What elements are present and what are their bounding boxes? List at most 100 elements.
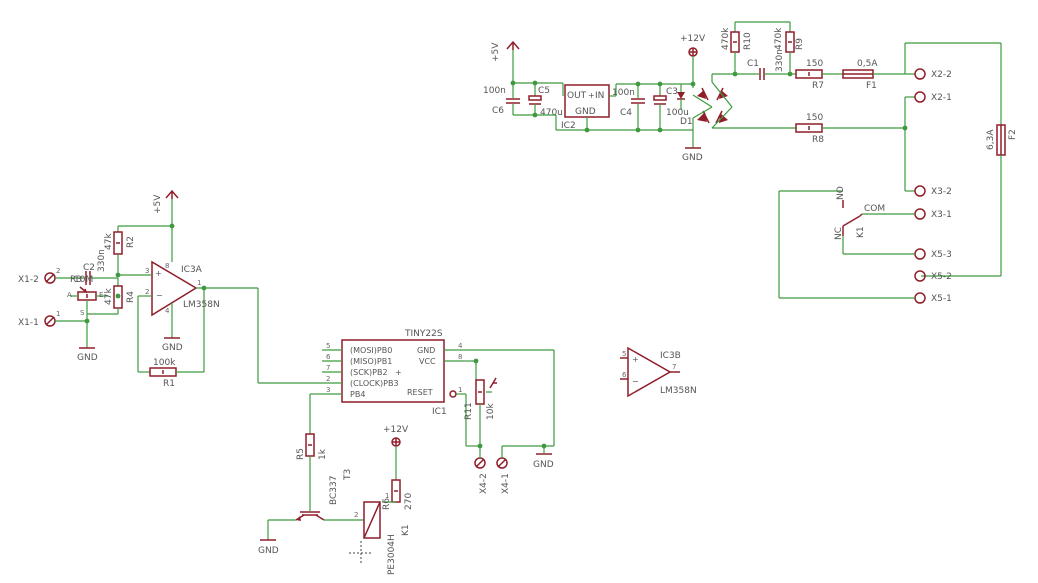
terminal-x2-1: X2-1 [914, 91, 952, 103]
x3-1-label: X3-1 [931, 210, 952, 220]
relay-contact-k1: NO COM NC K1 [778, 186, 915, 299]
resistor-r7: 150 R7 [795, 59, 843, 91]
svg-text:+: + [588, 91, 595, 100]
input-amplifier-section: +5V 47k R2 X1-2 2 X1-1 1 [18, 189, 322, 389]
r1-value: 100k [153, 358, 176, 368]
terminal-x5-1: X5-1 [914, 292, 952, 304]
capacitor-c6: 100n C6 [483, 83, 520, 116]
relay-coil-k1: 2 1 PE3004H K1 [354, 492, 411, 575]
pot-s-label: S [80, 309, 85, 317]
ic2-name: IC2 [561, 121, 576, 131]
resistor-r1: 100k R1 [149, 358, 204, 389]
svg-text:1: 1 [458, 386, 462, 394]
r6-name: R6 [382, 498, 392, 510]
ic2-in-label: IN [595, 91, 604, 101]
ic3b-name: IC3B [660, 351, 681, 361]
svg-text:5: 5 [622, 350, 626, 358]
r8-name: R8 [812, 135, 824, 145]
k1-nc-label: NC [834, 227, 844, 240]
capacitor-c1: C1 330n [747, 49, 796, 80]
resistor-r2: 47k R2 [104, 226, 136, 278]
f1-value: 0,5A [857, 59, 878, 69]
relay-driver-section: R5 1k BC337 T3 GND +12V [258, 425, 414, 575]
d1-name: D1 [680, 117, 693, 127]
c4-value: 100n [612, 88, 635, 98]
capacitor-c2: C2 330n [83, 249, 118, 285]
c2-name: C2 [83, 263, 95, 273]
svg-text:+: + [155, 269, 162, 278]
ground-t3-label: GND [258, 546, 279, 556]
c6-name: C6 [492, 106, 504, 116]
t3-name: T3 [343, 469, 353, 481]
f1-name: F1 [866, 81, 877, 91]
c4-name: C4 [620, 108, 632, 118]
r4-name: R4 [126, 291, 136, 303]
r10-name: R10 [743, 32, 753, 50]
svg-text:7: 7 [672, 363, 676, 371]
r2-value: 47k [104, 233, 114, 250]
x1-1-label: X1-1 [18, 318, 39, 328]
bridge-rectifier-d1: D1 [677, 81, 733, 129]
terminal-x1-1: X1-1 1 [18, 310, 60, 328]
pot-e-label: E [99, 291, 103, 299]
svg-text:6: 6 [326, 353, 331, 361]
c3-name: C3 [666, 87, 678, 97]
svg-text:−: − [156, 291, 163, 300]
svg-text:2: 2 [145, 288, 149, 296]
svg-text:4: 4 [165, 307, 170, 315]
resistor-r11: R11 10k [464, 358, 497, 449]
c1-value: 330n [775, 49, 785, 72]
ic1-pin-clock: (CLOCK)PB3 [350, 379, 399, 388]
x2-1-label: X2-1 [931, 93, 952, 103]
ground-left-label: GND [77, 353, 98, 363]
terminal-x5-3: X5-3 [914, 248, 952, 260]
svg-text:6: 6 [622, 371, 627, 379]
capacitor-c4: 100n C4 [612, 84, 645, 133]
regulator-ic2: OUT + IN GND IC2 [561, 84, 610, 133]
svg-text:+: + [632, 355, 639, 364]
r10-value: 470k [721, 27, 731, 50]
r11-name: R11 [464, 402, 474, 420]
terminal-x1-2: X1-2 2 [18, 267, 60, 285]
svg-text:3: 3 [326, 386, 330, 394]
resistor-r5: R5 1k [296, 433, 328, 506]
supply-12v-mid-label: +12V [383, 425, 409, 435]
ic3a-part: LM358N [183, 300, 220, 310]
ground-left: GND [77, 321, 98, 363]
ground-x4-label: GND [533, 460, 554, 470]
x2-2-label: X2-2 [931, 70, 952, 80]
ground-r1-label: GND [162, 343, 183, 353]
r2-name: R2 [126, 236, 136, 248]
k1-no-label: NO [836, 186, 846, 200]
resistor-r9: 470k R9 [774, 22, 805, 77]
r11-value: 10k [486, 403, 496, 420]
r8-value: 150 [806, 113, 823, 123]
k1-com-label: COM [864, 204, 885, 214]
r1-name: R1 [163, 379, 175, 389]
x4-2-label: X4-2 [479, 473, 489, 494]
supply-5v-top: +5V [491, 40, 520, 83]
k1-name: K1 [856, 226, 866, 238]
ground-t3: GND [258, 539, 279, 556]
c3-value: 100u [666, 108, 689, 118]
c2-value: 330n [97, 249, 107, 272]
ground-x4: GND [533, 446, 554, 470]
r3-name: R3 [70, 275, 82, 285]
c6-value: 100n [483, 86, 506, 96]
supply-5v-left-label: +5V [153, 194, 163, 214]
terminal-x5-2: X5-2 [914, 270, 952, 282]
terminal-x2-2: X2-2 [914, 68, 952, 80]
r7-value: 150 [806, 59, 823, 69]
ic1-pin-reset: RESET [407, 388, 433, 397]
svg-text:1: 1 [385, 492, 389, 500]
x5-2-label: X5-2 [931, 272, 952, 282]
resistor-r4: 47k R4 [87, 278, 136, 315]
transistor-t3: BC337 T3 [267, 469, 364, 540]
svg-text:7: 7 [326, 364, 330, 372]
f2-value: 6,3A [986, 129, 996, 150]
svg-text:5: 5 [326, 342, 330, 350]
x1-2-label: X1-2 [18, 275, 39, 285]
opamp-ic3b: + − IC3B LM358N 5 6 7 [620, 346, 697, 398]
svg-text:3: 3 [145, 267, 149, 275]
